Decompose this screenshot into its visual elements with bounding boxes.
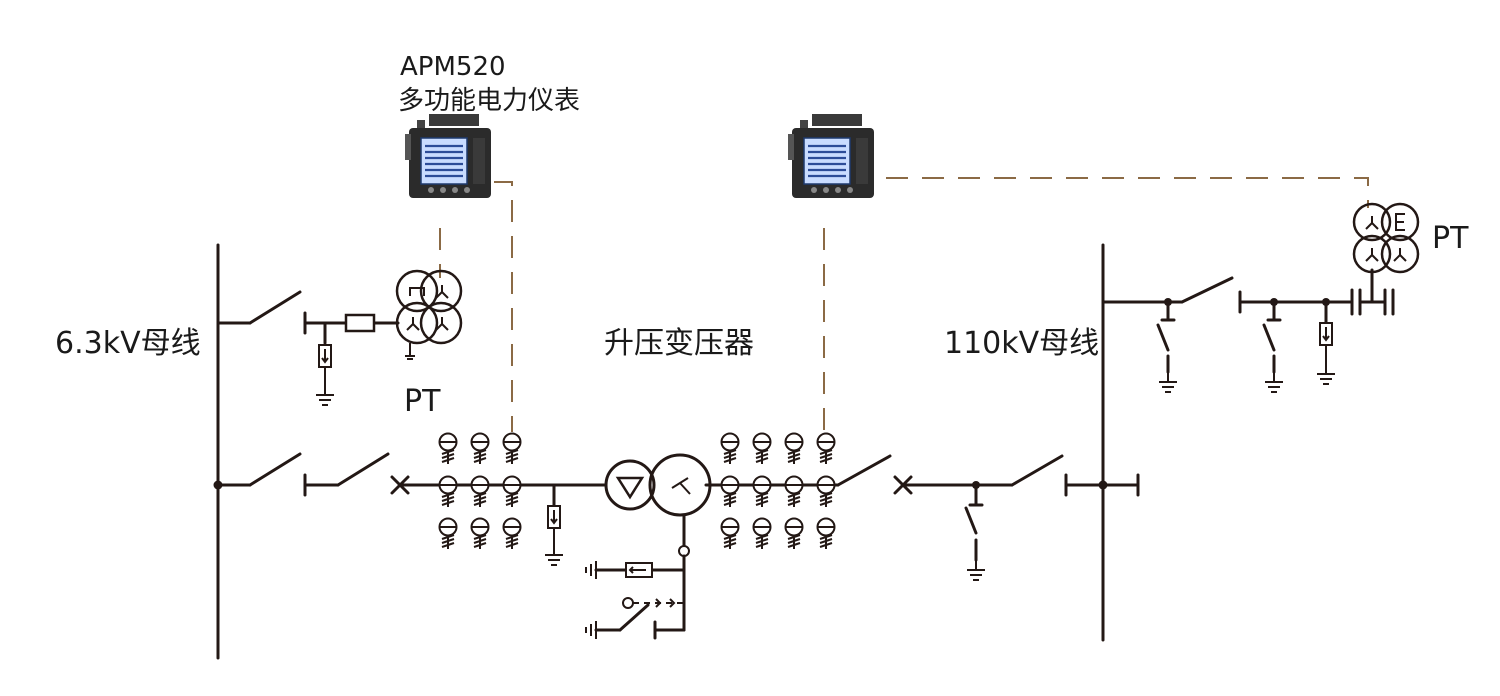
ground-icon	[966, 559, 986, 581]
bus-low-label: 6.3kV母线	[55, 326, 201, 361]
meter-model-label: APM520	[400, 52, 506, 82]
right-pt-branch	[1101, 268, 1395, 393]
surge-arrester-icon	[1319, 322, 1333, 346]
power-meter-icon	[786, 112, 876, 200]
signal-wiring	[439, 177, 1369, 432]
bus-high-label: 110kV母线	[944, 326, 1100, 361]
meter-name-label: 多功能电力仪表	[398, 86, 581, 116]
ground-icon	[1316, 363, 1336, 385]
main-circuit	[216, 452, 1140, 581]
ground-icon	[1264, 371, 1284, 393]
left-pt-branch	[216, 290, 400, 406]
ground-icon	[315, 384, 335, 406]
fuse-icon	[344, 313, 376, 333]
current-transformer-group-left	[438, 432, 522, 550]
current-transformer-group-right	[720, 432, 836, 550]
surge-arrester-icon	[318, 344, 332, 368]
two-winding-transformer-icon	[604, 453, 712, 517]
surge-arrester-icon	[547, 505, 561, 529]
power-meter-icon	[403, 112, 493, 200]
neutral-grounding	[585, 513, 690, 640]
ground-icon	[544, 544, 564, 566]
potential-transformer-icon	[1352, 202, 1420, 274]
pt-left-label: PT	[404, 384, 441, 419]
transformer-label: 升压变压器	[604, 326, 754, 361]
pt-right-label: PT	[1432, 221, 1469, 256]
ground-icon	[1158, 371, 1178, 393]
potential-transformer-icon	[395, 269, 463, 360]
